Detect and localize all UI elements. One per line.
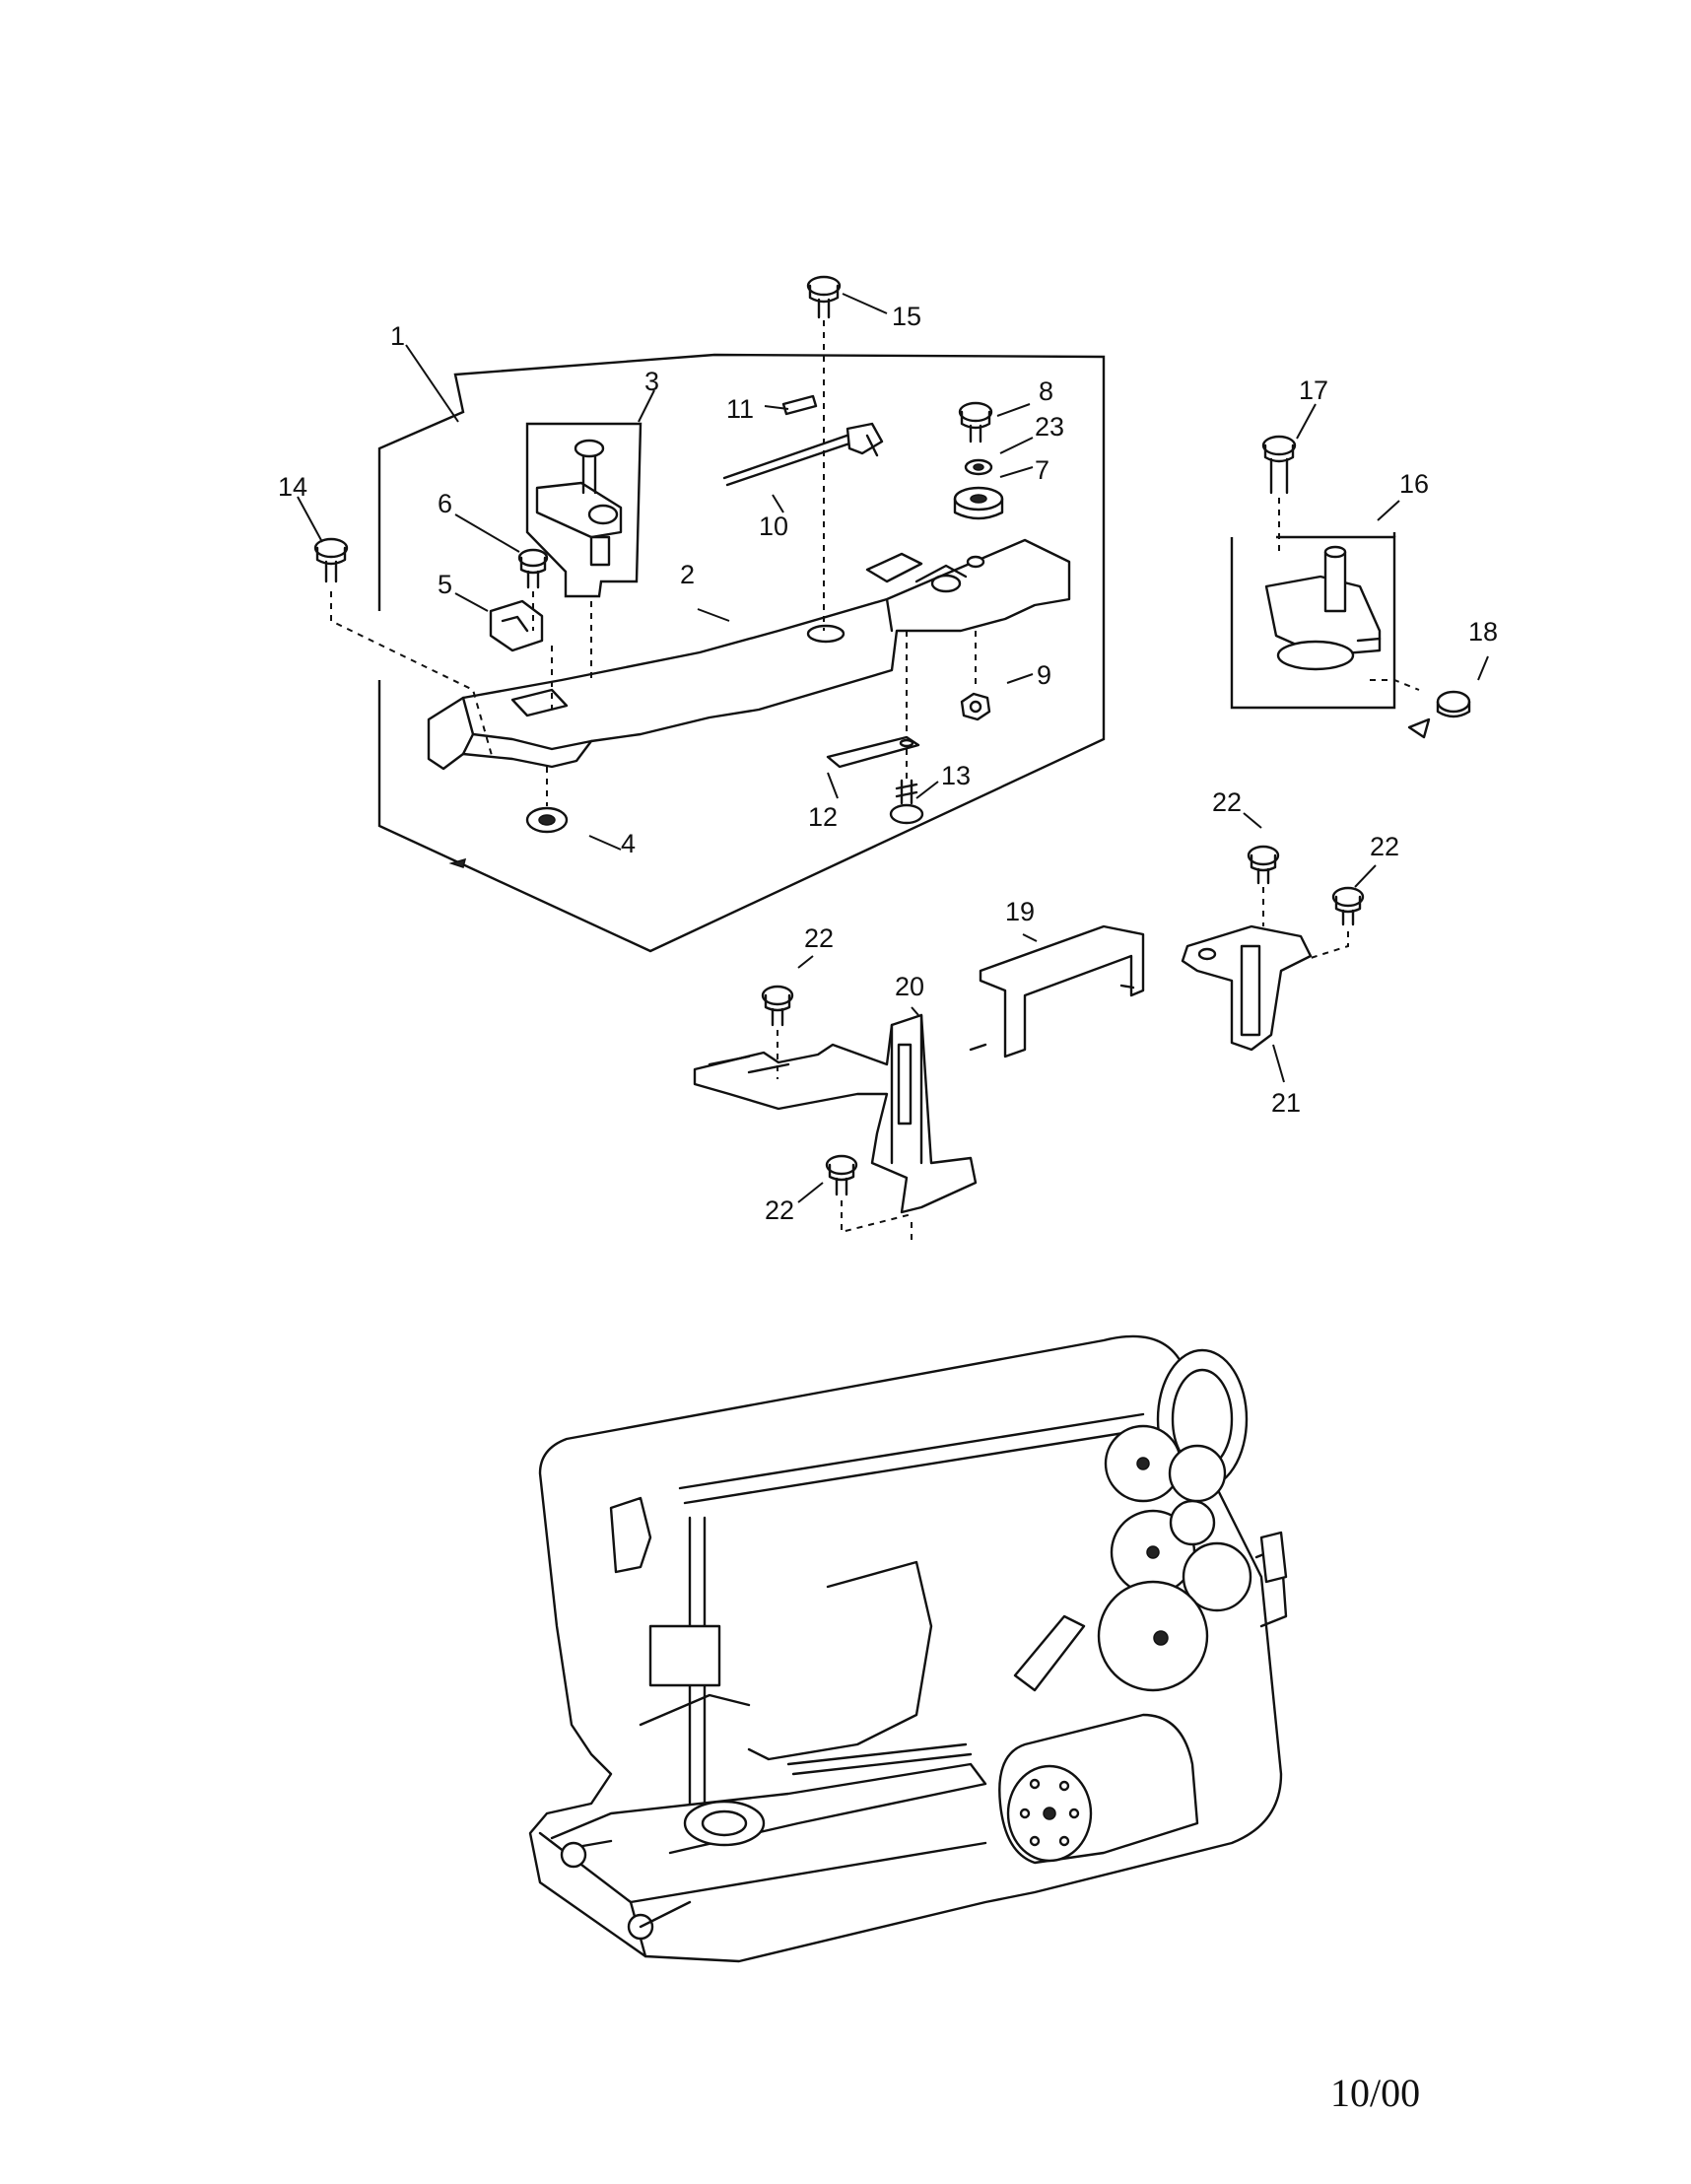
screw-part bbox=[1261, 435, 1297, 495]
callout-22: 22 bbox=[1370, 832, 1399, 861]
callout-8: 8 bbox=[1039, 376, 1053, 406]
callout-14: 14 bbox=[278, 472, 307, 502]
rubber-ring-part bbox=[1436, 690, 1471, 718]
pin-part bbox=[781, 394, 818, 416]
callout-10: 10 bbox=[759, 512, 788, 541]
mounting-bracket-part bbox=[693, 1013, 978, 1214]
callout-4: 4 bbox=[621, 829, 636, 858]
bracket-part bbox=[1181, 924, 1313, 1052]
screw-part bbox=[825, 1154, 858, 1196]
washer-part bbox=[525, 806, 569, 834]
callout-22: 22 bbox=[765, 1195, 794, 1225]
leader-lines bbox=[297, 293, 1489, 1203]
callout-23: 23 bbox=[1035, 412, 1064, 442]
callout-13: 13 bbox=[941, 761, 971, 790]
callout-11: 11 bbox=[726, 394, 754, 424]
screw-part bbox=[517, 548, 549, 589]
callout-19: 19 bbox=[1005, 897, 1035, 926]
screw-part bbox=[958, 401, 993, 444]
screw-part bbox=[806, 275, 842, 319]
callout-16: 16 bbox=[1399, 469, 1429, 499]
screw-part bbox=[1331, 886, 1365, 926]
callout-3: 3 bbox=[644, 367, 659, 396]
bobbin-winder-assembly bbox=[1230, 435, 1471, 739]
callout-7: 7 bbox=[1035, 455, 1049, 485]
callout-1: 1 bbox=[390, 321, 405, 351]
nut-part bbox=[960, 692, 991, 721]
callout-5: 5 bbox=[438, 570, 452, 599]
winder-part bbox=[1264, 545, 1382, 671]
spool-pin-bracket-part bbox=[535, 439, 623, 567]
date-code: 10/00 bbox=[1330, 2071, 1421, 2115]
callout-20: 20 bbox=[895, 972, 924, 1001]
screw-part bbox=[313, 537, 349, 583]
callout-22: 22 bbox=[804, 923, 834, 953]
callout-21: 21 bbox=[1271, 1088, 1301, 1118]
top-cover-part bbox=[427, 538, 1071, 771]
callout-12: 12 bbox=[808, 802, 838, 832]
top-cover-assembly bbox=[313, 275, 1106, 953]
screw-part bbox=[1247, 845, 1280, 885]
bracket-assembly bbox=[693, 845, 1365, 1242]
callout-2: 2 bbox=[680, 560, 695, 589]
plate-part bbox=[826, 735, 920, 769]
screw-part bbox=[889, 779, 924, 825]
callout-labels: 1 2 3 4 5 6 7 8 9 10 11 12 13 14 15 16 1… bbox=[278, 302, 1498, 1225]
washer-part bbox=[964, 458, 993, 476]
sewing-machine-illustration bbox=[528, 1334, 1288, 1963]
callout-15: 15 bbox=[892, 302, 921, 331]
bushing-part bbox=[953, 486, 1004, 520]
shaft-part bbox=[722, 422, 884, 487]
callout-6: 6 bbox=[438, 489, 452, 518]
callout-9: 9 bbox=[1037, 660, 1051, 690]
thread-guide-part bbox=[489, 599, 544, 652]
callout-17: 17 bbox=[1299, 375, 1328, 405]
handle-bracket-part bbox=[969, 924, 1145, 1058]
callout-18: 18 bbox=[1468, 617, 1498, 647]
screw-part bbox=[761, 985, 794, 1027]
callout-22: 22 bbox=[1212, 787, 1242, 817]
